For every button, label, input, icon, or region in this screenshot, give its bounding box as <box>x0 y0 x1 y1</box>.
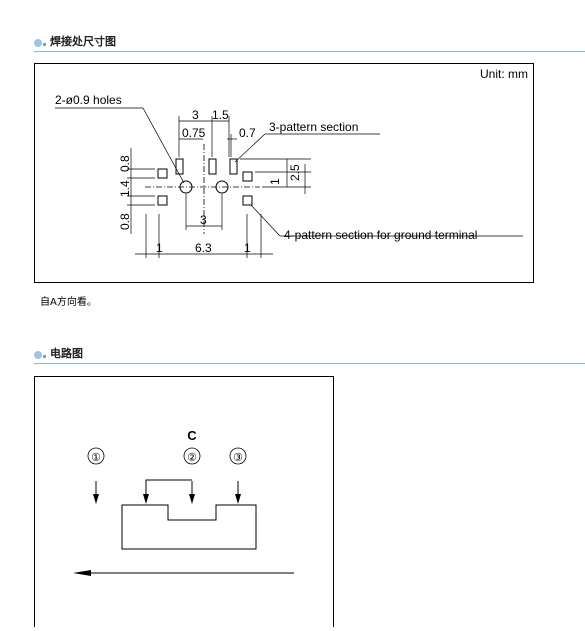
pad-left <box>175 158 184 175</box>
section-header-pattern: 焊接处尺寸图 <box>34 35 585 53</box>
dim-3-bottom: 3 <box>200 213 207 227</box>
ground-pad-bottom-right <box>242 195 253 206</box>
view-direction-note: 自A方向看。 <box>40 297 97 308</box>
dim-2-5: 2.5 <box>288 164 302 181</box>
ground-pad-top-left <box>157 168 168 179</box>
dim-3-top: 3 <box>192 108 199 122</box>
bullet-icon <box>34 39 42 47</box>
dim-6-3: 6.3 <box>195 241 212 255</box>
circuit-drawing: C ① ② ③ <box>73 428 294 576</box>
dim-1-left: 1 <box>156 241 163 255</box>
circuit-figure: C ① ② ③ <box>34 376 334 627</box>
section-title-circuit: 电路图 <box>50 347 83 360</box>
dim-1-5: 1.5 <box>212 108 229 122</box>
bullet-icon <box>34 351 42 359</box>
ground-pad-top-right <box>242 171 253 182</box>
dim-0-8-bottom: 0.8 <box>118 213 132 230</box>
ground-pad-bottom-left <box>157 195 168 206</box>
terminal-3: ③ <box>233 452 243 464</box>
common-label: C <box>187 428 197 443</box>
pad-right <box>229 158 238 175</box>
dim-1-right-bottom: 1 <box>244 241 251 255</box>
pad-center <box>208 158 217 175</box>
four-pattern-label: 4-pattern section for ground terminal <box>284 228 477 242</box>
terminal-1: ① <box>91 452 101 464</box>
pattern-dimension-figure: Unit: mm 2-ø0.9 holes 3 1.5 0.75 0.7 3-p… <box>34 63 534 283</box>
section-divider <box>34 363 585 364</box>
pattern-dimension-drawing: Unit: mm 2-ø0.9 holes 3 1.5 0.75 0.7 3-p… <box>55 67 528 258</box>
section-title-pattern: 焊接处尺寸图 <box>50 35 116 48</box>
holes-label: 2-ø0.9 holes <box>55 93 122 107</box>
dim-0-75: 0.75 <box>182 126 206 140</box>
dim-1-right: 1 <box>268 178 282 185</box>
three-pattern-label: 3-pattern section <box>269 120 358 134</box>
unit-label: Unit: mm <box>480 67 528 81</box>
section-header-circuit: 电路图 <box>34 347 585 365</box>
dim-0-7: 0.7 <box>239 126 256 140</box>
bullet-dot-icon <box>43 355 46 358</box>
section-divider <box>34 51 585 52</box>
bullet-dot-icon <box>43 43 46 46</box>
terminal-2: ② <box>187 452 197 464</box>
dim-1-4: 1.4 <box>118 180 132 197</box>
dim-0-8-top: 0.8 <box>118 155 132 172</box>
